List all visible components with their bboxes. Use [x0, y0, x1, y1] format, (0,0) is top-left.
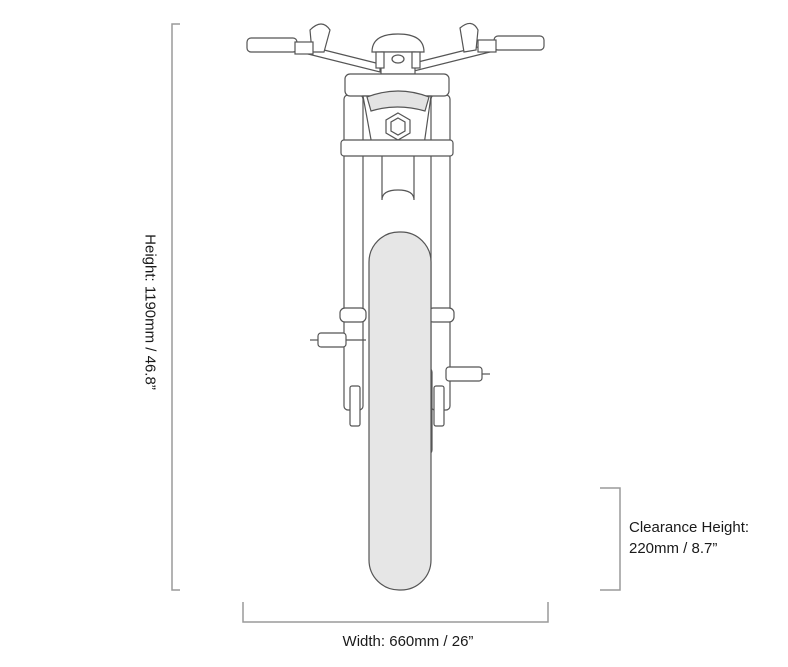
pedals — [310, 332, 490, 382]
bike — [246, 22, 545, 591]
fork — [339, 73, 455, 427]
clearance-title: Clearance Height: — [629, 519, 750, 536]
clearance-dimension-label: Clearance Height: 220mm / 8.7” — [629, 517, 749, 559]
width-dimension-label: Width: 660mm / 26” — [342, 633, 474, 650]
height-dimension-label: Height: 1190mm / 46.8” — [141, 234, 159, 390]
handlebar — [246, 22, 545, 73]
width-bracket — [242, 602, 549, 623]
headlight — [371, 33, 425, 75]
clearance-bracket — [600, 487, 621, 591]
clearance-value: 220mm / 8.7” — [629, 540, 718, 557]
height-bracket — [171, 23, 180, 591]
front-tire — [368, 231, 432, 591]
